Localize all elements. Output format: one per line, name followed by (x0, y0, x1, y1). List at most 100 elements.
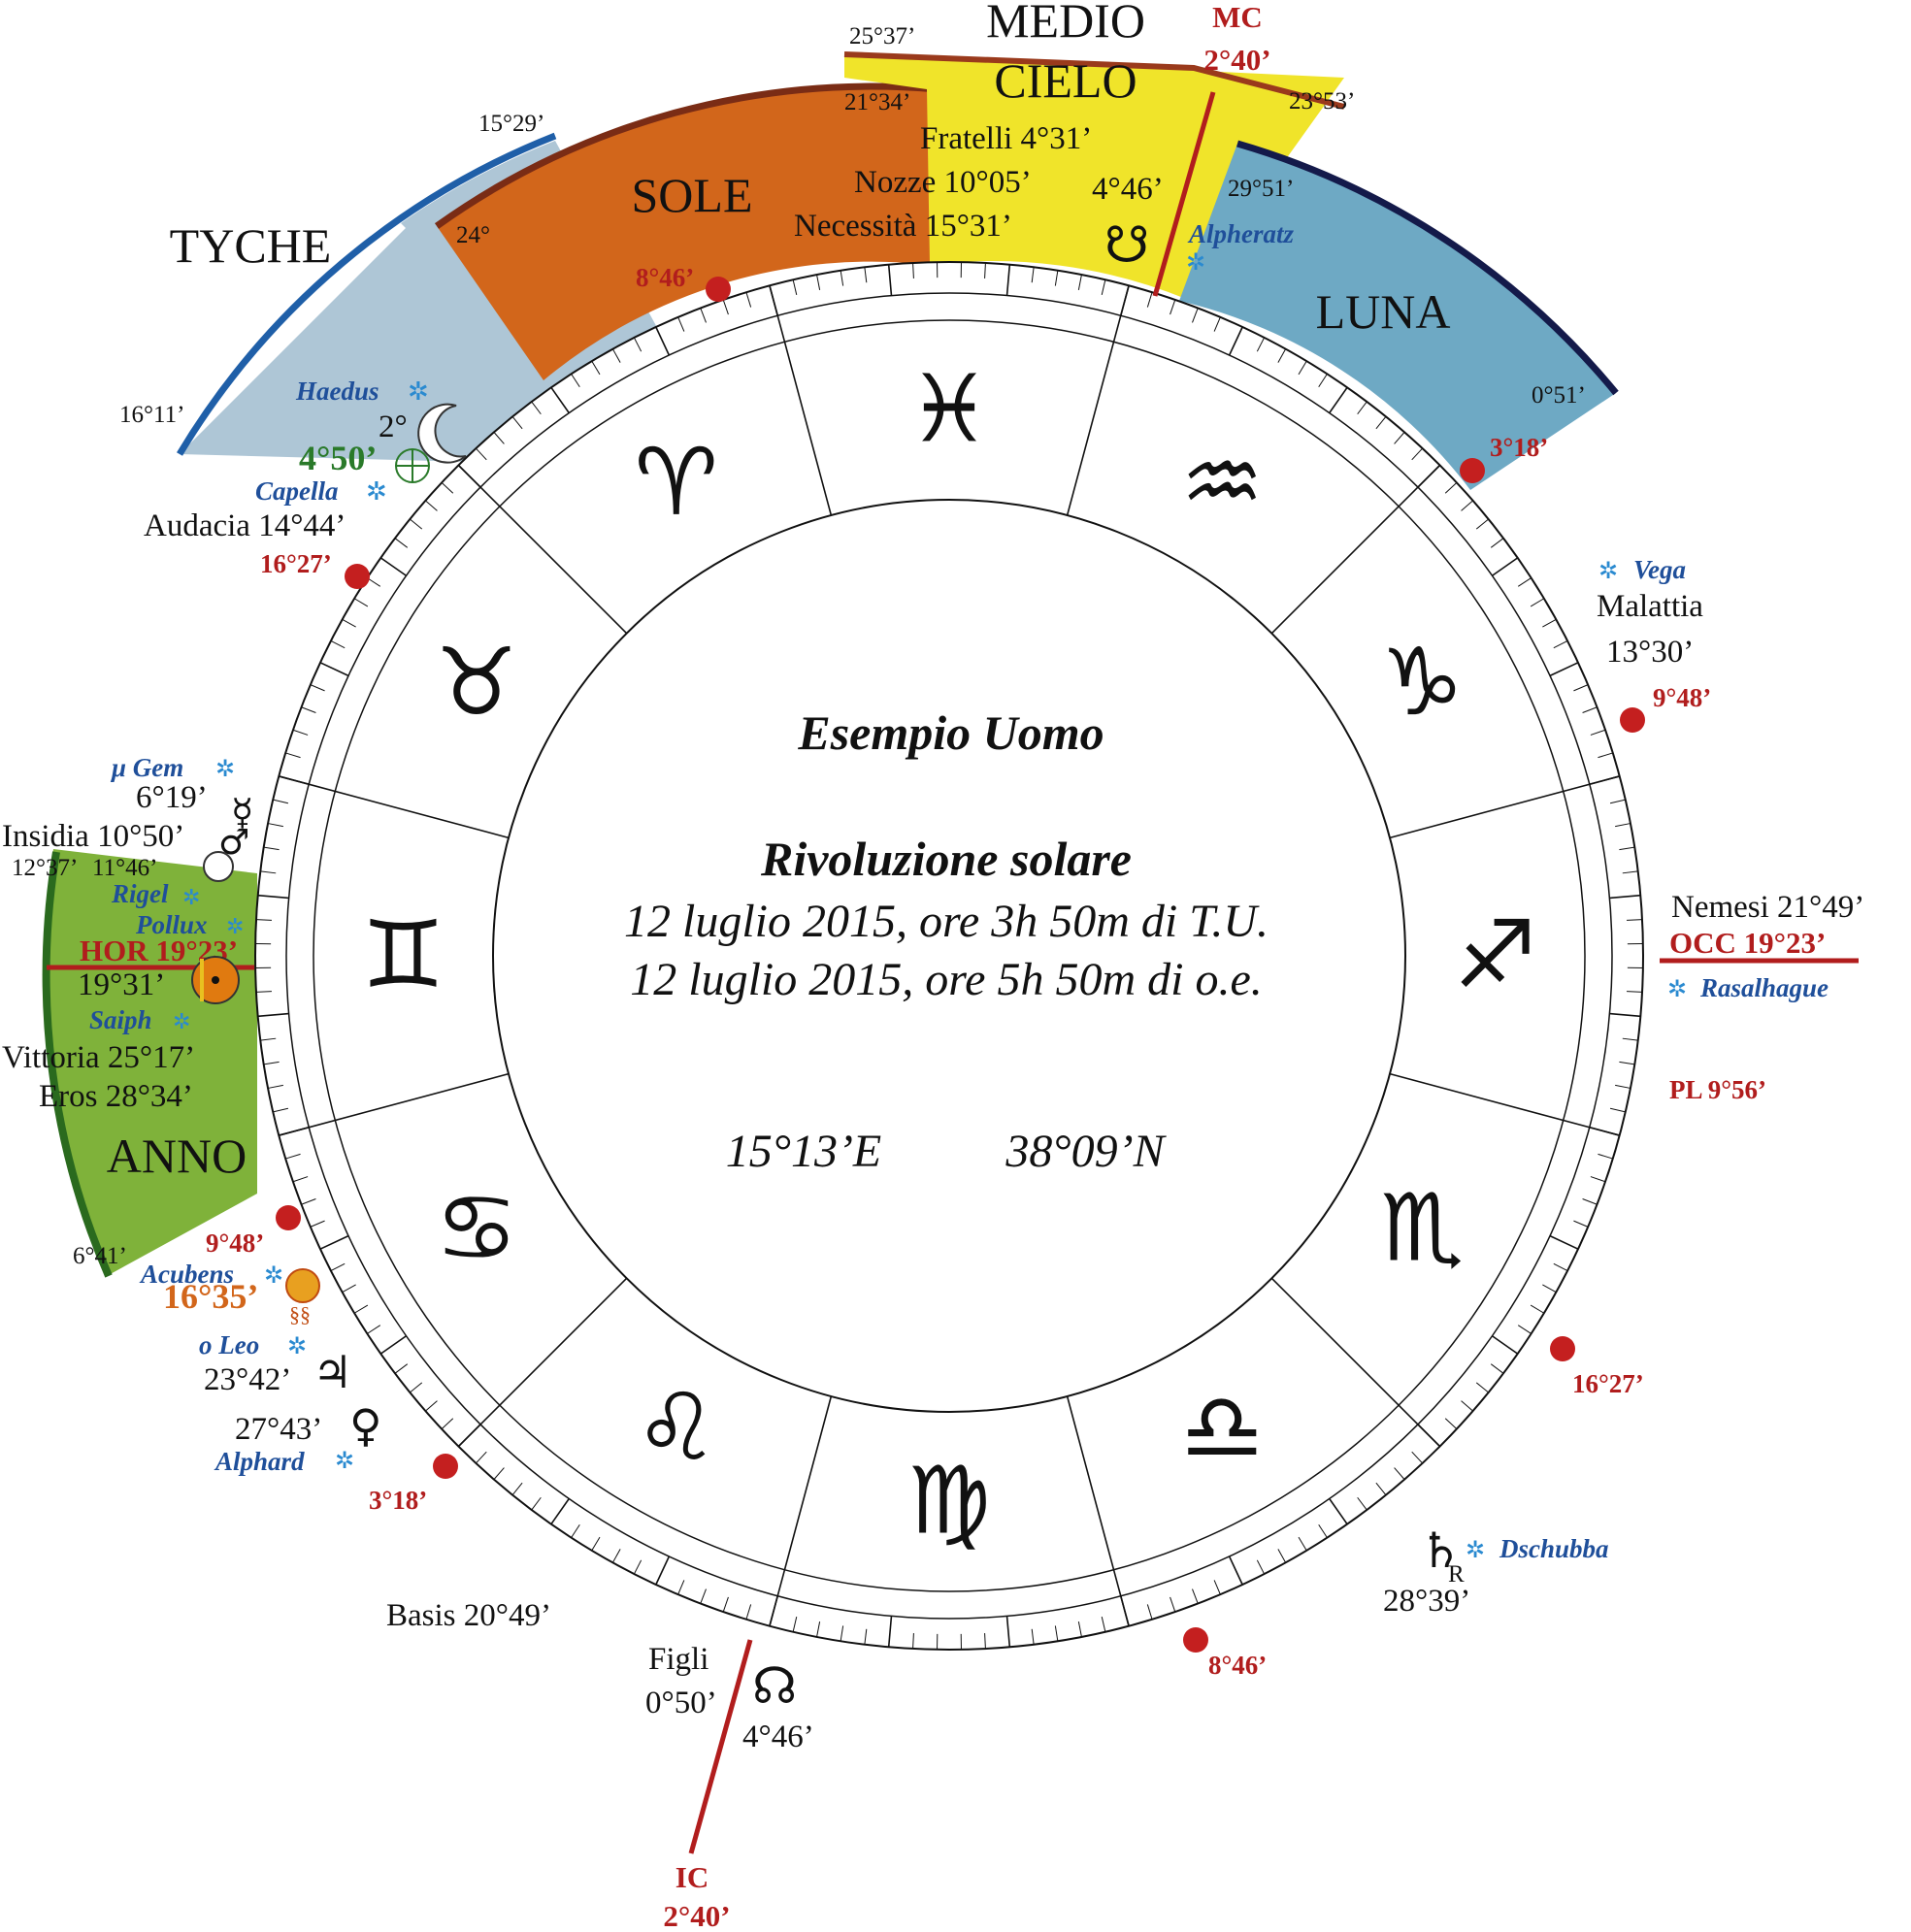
star-icon: ✲ (408, 377, 429, 406)
mercury-deg: 6°19’ (136, 780, 208, 815)
tyche-start: 15°29’ (478, 111, 544, 137)
center-info: Esempio Uomo Rivoluzione solare 12 lugli… (624, 705, 1269, 1177)
star-icon: ✲ (226, 914, 244, 938)
star-icon: ✲ (1186, 250, 1205, 276)
degree-tick (1031, 1628, 1035, 1645)
degree-tick (379, 557, 407, 576)
degree-tick (1573, 1220, 1589, 1228)
degree-tick (1492, 1335, 1519, 1355)
star-icon: ✲ (287, 1334, 307, 1359)
degree-tick (1394, 1467, 1405, 1480)
degree-tick (1542, 1284, 1557, 1293)
degree-tick (1590, 729, 1606, 736)
sign-divider (1389, 1072, 1620, 1136)
sign-divider (1270, 1277, 1441, 1448)
degree-tick (310, 1220, 325, 1228)
medio-label: MEDIO (986, 0, 1145, 48)
anno-start-deg: 11°46’ (92, 855, 157, 881)
degree-tick (1549, 1234, 1579, 1250)
star-vega: Vega (1633, 555, 1686, 584)
zodiac-sign: ♑︎ (1380, 628, 1464, 737)
degree-tick (591, 360, 601, 376)
degree-tick (1228, 1555, 1243, 1586)
sector-bands (42, 51, 1619, 1278)
degree-tick (441, 1418, 454, 1429)
band-tyche-edge (177, 132, 557, 456)
ic-line (688, 1639, 753, 1854)
lots: Fratelli 4°31’ Nozze 10°05’ Necessità 15… (2, 121, 1864, 1720)
degree-tick (633, 1559, 642, 1575)
degree-tick (260, 1037, 277, 1041)
degree-tick (1609, 799, 1626, 804)
pl-label: PL 9°56’ (1669, 1075, 1766, 1104)
degree-tick (342, 618, 356, 628)
sign-divider (279, 775, 510, 839)
degree-tick (571, 374, 580, 388)
star-alpheratz: Alpheratz (1187, 219, 1295, 248)
degree-tick (1213, 1580, 1221, 1595)
lot-basis: Basis 20°49’ (386, 1598, 551, 1633)
degree-tick (816, 275, 821, 290)
medio-end: 23°53’ (1289, 88, 1355, 115)
degree-tick (1256, 337, 1266, 352)
degree-tick (1615, 1084, 1631, 1089)
degree-tick (511, 416, 523, 430)
zodiac-sign: ♏︎ (1380, 1173, 1464, 1282)
degree-tick (1582, 706, 1598, 713)
star-haedus: Haedus (295, 377, 379, 406)
star-icon: ✲ (173, 1009, 190, 1033)
zodiac-sign: ♌︎ (635, 1373, 718, 1482)
jupiter-deg: 23°42’ (204, 1362, 291, 1397)
cusp-dot (1183, 1627, 1208, 1653)
cielo-label: CIELO (994, 53, 1137, 108)
star-acubens: Acubens (139, 1260, 234, 1289)
degree-tick (1192, 1588, 1199, 1604)
degree-tick (1598, 1153, 1613, 1160)
degree-tick (840, 1625, 844, 1642)
zodiac-sign: ♉︎ (435, 628, 518, 737)
degree-tick (1517, 577, 1532, 587)
degree-tick (394, 538, 409, 548)
degree-tick (1357, 401, 1367, 415)
sign-divider (457, 464, 628, 635)
band-anno (43, 849, 257, 1276)
degree-tick (912, 1633, 914, 1650)
degree-tick (1318, 1523, 1328, 1538)
degree-tick (260, 870, 277, 874)
degree-tick (1411, 447, 1423, 461)
degree-tick (1475, 518, 1489, 530)
degree-tick (441, 482, 454, 494)
degree-tick (268, 823, 283, 828)
node-deg-top: 4°46’ (1092, 172, 1164, 207)
cusp-dot (345, 564, 370, 589)
degree-tick (1627, 991, 1643, 993)
degree-tick (591, 1536, 601, 1552)
star-mu-gem: μ Gem (110, 753, 183, 782)
mc-label: MC (1212, 0, 1263, 34)
degree-tick (1298, 360, 1307, 376)
degree-tick (1054, 270, 1059, 286)
degree-tick (292, 729, 309, 736)
degree-tick (792, 279, 798, 296)
degree-tick (887, 264, 893, 296)
cusp-label: 9°48’ (206, 1228, 264, 1258)
moon-icon (417, 403, 467, 464)
tyche-label: TYCHE (170, 218, 332, 273)
lot-malattia: Malattia (1597, 589, 1703, 624)
degree-tick (840, 270, 844, 286)
degree-tick (1622, 870, 1638, 874)
degree-tick (792, 1616, 798, 1632)
degree-tick (677, 1580, 685, 1595)
star-saiph: Saiph (89, 1005, 152, 1034)
cusp-label: 16°27’ (260, 549, 332, 578)
north-node-icon: ☊ (752, 1657, 797, 1716)
node-deg-bottom: 4°46’ (742, 1719, 814, 1754)
degree-tick (722, 299, 729, 315)
sign-divider (769, 1395, 833, 1626)
comet-icon (285, 1268, 320, 1303)
anno-start: 12°37’ (12, 855, 78, 881)
star-icon: ✲ (366, 477, 387, 506)
degree-tick (301, 1198, 316, 1205)
degree-tick (257, 894, 289, 900)
